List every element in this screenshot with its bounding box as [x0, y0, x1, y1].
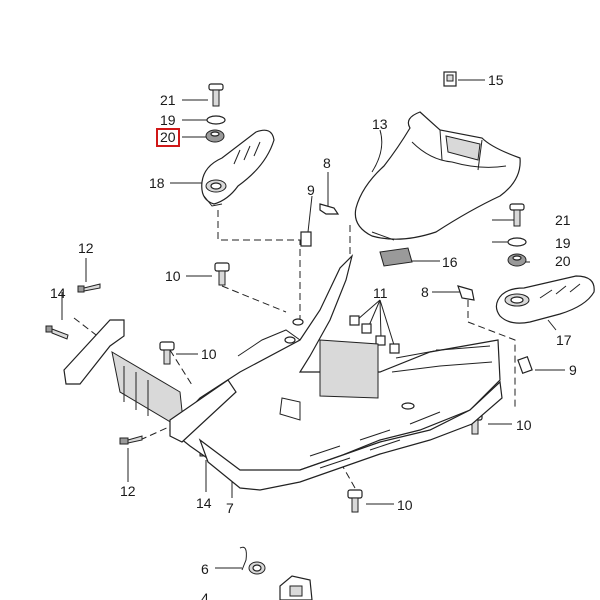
- bracket-17: [495, 275, 595, 324]
- rubber-20-left: [205, 129, 225, 143]
- bolt-10-d: [347, 489, 363, 513]
- cover-13: [354, 111, 521, 241]
- nut-9-top: [300, 231, 312, 247]
- callout-19-left: 19: [160, 112, 176, 128]
- clip-15: [443, 71, 457, 87]
- callout-8-top: 8: [323, 155, 331, 171]
- callout-10-d: 10: [397, 497, 413, 513]
- callout-7: 7: [226, 500, 234, 516]
- washer-19-left: [206, 115, 226, 125]
- pad-16: [379, 247, 413, 267]
- callout-13: 13: [372, 116, 388, 132]
- bolt-10-a: [214, 262, 230, 286]
- callout-19-right: 19: [555, 235, 571, 251]
- screw-14-left: [45, 325, 69, 340]
- callout-11: 11: [373, 285, 388, 301]
- callout-14-left: 14: [50, 285, 66, 301]
- callout-20-right: 20: [555, 253, 571, 269]
- callout-12-top: 12: [78, 240, 94, 256]
- clip-8-top: [319, 203, 340, 215]
- bolt-21-left: [208, 83, 224, 107]
- callout-21-left: 21: [160, 92, 176, 108]
- callout-10-c: 10: [516, 417, 532, 433]
- callout-14-bottom: 14: [196, 495, 212, 511]
- callout-16: 16: [442, 254, 458, 270]
- callout-17: 17: [556, 332, 572, 348]
- callout-9-right: 9: [569, 362, 577, 378]
- callout-12-bottom: 12: [120, 483, 136, 499]
- bolt-21-right: [509, 203, 525, 227]
- callout-18: 18: [149, 175, 165, 191]
- callout-10-a: 10: [165, 268, 181, 284]
- callout-20-left-highlighted[interactable]: 20: [156, 128, 180, 147]
- callout-4: 4: [201, 590, 209, 600]
- bracket-18: [201, 129, 275, 207]
- floor-panel-7: [169, 254, 503, 491]
- pin-6: [239, 546, 266, 575]
- callout-15: 15: [488, 72, 504, 88]
- bolt-10-b: [159, 341, 175, 365]
- clips-11: [349, 315, 400, 354]
- nut-9-right: [517, 355, 533, 375]
- callout-9-top: 9: [307, 182, 315, 198]
- callout-8-right: 8: [421, 284, 429, 300]
- screw-12-bottom: [119, 435, 143, 445]
- bracket-4: [279, 575, 313, 600]
- side-rail: [63, 319, 237, 443]
- washer-19-right: [507, 237, 527, 247]
- callout-10-b: 10: [201, 346, 217, 362]
- callout-21-right: 21: [555, 212, 571, 228]
- clip-8-right: [457, 285, 475, 301]
- screw-12-top: [77, 283, 101, 293]
- rubber-20-right: [507, 253, 527, 267]
- callout-6: 6: [201, 561, 209, 577]
